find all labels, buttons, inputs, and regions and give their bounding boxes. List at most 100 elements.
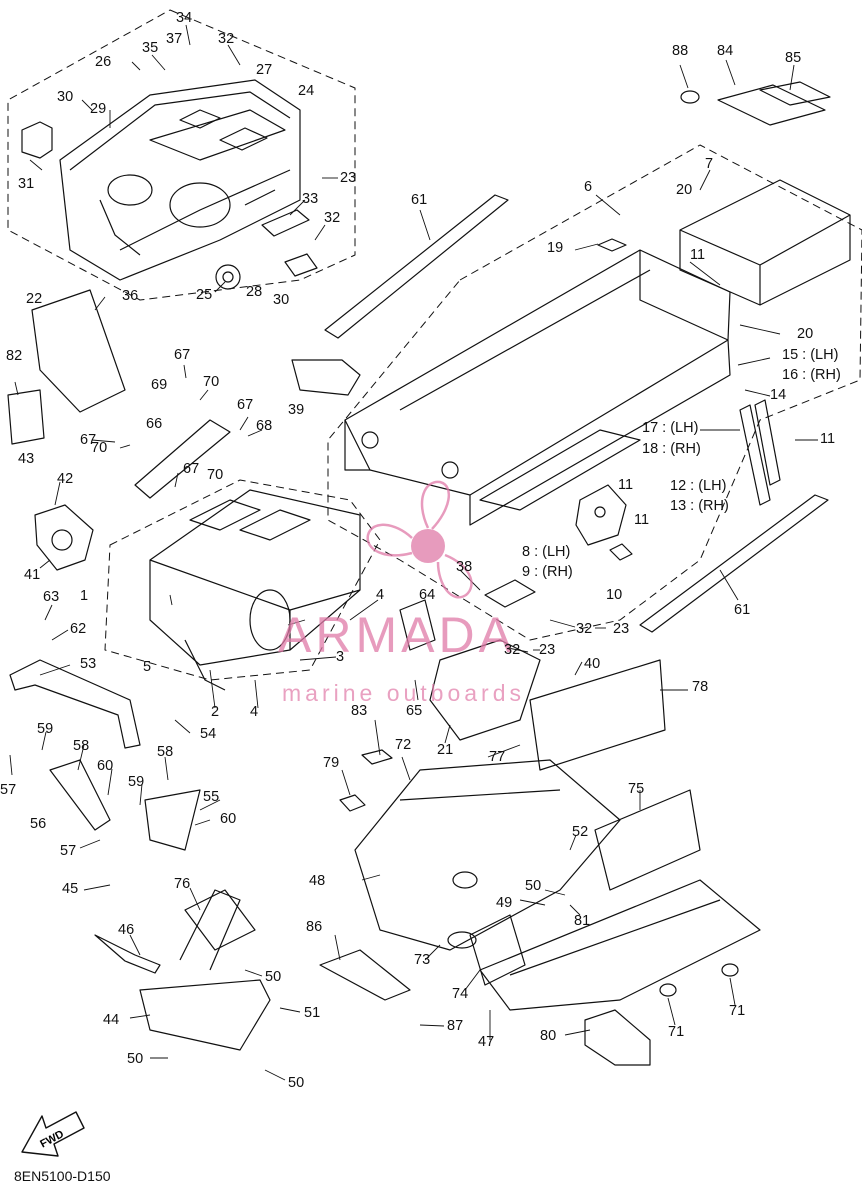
grommet-73: [447, 931, 477, 949]
pad-82: [7, 389, 45, 445]
callout-5: 5: [143, 659, 152, 675]
callout-7: 7: [705, 156, 714, 172]
callout-12: 12 : (LH): [670, 478, 727, 494]
callout-67b: 67: [237, 397, 254, 413]
callout-11b: 11: [618, 477, 634, 493]
callout-15: 15 : (LH): [782, 347, 839, 363]
callout-10: 10: [606, 587, 623, 603]
callout-28: 28: [246, 284, 263, 300]
callout-11c: 11: [820, 431, 836, 447]
part-80: [584, 1009, 651, 1066]
callout-50c: 50: [288, 1075, 305, 1091]
callout-27: 27: [256, 62, 273, 78]
callout-30: 30: [57, 89, 74, 105]
callout-32: 32: [218, 31, 235, 47]
callout-67c: 67: [80, 432, 97, 448]
part-41: [34, 504, 94, 571]
callout-19: 19: [547, 240, 564, 256]
rear-box-7: [679, 179, 851, 306]
rail-61-lower: [639, 494, 829, 633]
callout-41: 41: [24, 567, 41, 583]
part-86: [319, 949, 411, 1001]
part-10: [609, 543, 633, 561]
cap-71a: [659, 983, 677, 997]
part-79: [339, 794, 366, 812]
callout-72: 72: [395, 737, 412, 753]
callout-75: 75: [628, 781, 645, 797]
callout-23c: 23: [539, 642, 556, 658]
callout-62: 62: [70, 621, 87, 637]
shield-78: [529, 659, 666, 771]
callout-47: 47: [478, 1034, 495, 1050]
cap-88: [680, 90, 700, 104]
bumper-53: [9, 659, 141, 749]
plate-55: [144, 789, 201, 851]
callout-32d: 32: [504, 642, 521, 658]
callout-80: 80: [540, 1028, 557, 1044]
callout-58b: 58: [157, 744, 174, 760]
callout-74: 74: [452, 986, 469, 1002]
callout-14: 14: [770, 387, 787, 403]
callout-23: 23: [340, 170, 357, 186]
part-46: [94, 934, 161, 974]
callout-57b: 57: [60, 843, 77, 859]
tag-19: [597, 238, 627, 252]
callout-25: 25: [196, 287, 213, 303]
callout-22: 22: [26, 291, 43, 307]
callout-51: 51: [304, 1005, 321, 1021]
callout-21: 21: [437, 742, 454, 758]
callout-9: 9 : (RH): [522, 564, 573, 580]
callout-67: 67: [174, 347, 191, 363]
side-panel-75: [594, 789, 701, 891]
callout-76: 76: [174, 876, 191, 892]
callout-60b: 60: [220, 811, 237, 827]
callout-84: 84: [717, 43, 734, 59]
callout-77: 77: [489, 749, 506, 765]
callout-54: 54: [200, 726, 217, 742]
brace-66: [134, 419, 231, 499]
plate-39: [291, 359, 361, 396]
callout-35: 35: [142, 40, 159, 56]
callout-3: 3: [336, 649, 345, 665]
front-pan-48: [354, 759, 621, 951]
callout-66: 66: [146, 416, 163, 432]
watermark-brand: ARMADA: [278, 607, 516, 663]
callout-70b: 70: [91, 440, 108, 456]
callout-18: 18 : (RH): [642, 441, 701, 457]
callout-70c: 70: [207, 467, 224, 483]
callout-71b: 71: [729, 1003, 746, 1019]
plate-33: [261, 209, 310, 237]
part-83: [361, 749, 393, 765]
callout-36: 36: [122, 288, 139, 304]
watermark-tagline: marine outboards: [282, 680, 525, 706]
callout-71: 71: [668, 1024, 685, 1040]
callout-73: 73: [414, 952, 431, 968]
skid-44: [139, 979, 271, 1051]
callout-88: 88: [672, 43, 689, 59]
callout-30b: 30: [273, 292, 290, 308]
callout-83: 83: [351, 703, 368, 719]
cap-71b: [721, 963, 739, 977]
callout-69: 69: [151, 377, 168, 393]
belly-pan-47: [479, 879, 761, 1011]
callout-8: 8 : (LH): [522, 544, 571, 560]
callout-11: 11: [690, 247, 706, 263]
pulley-25: [215, 264, 241, 290]
callout-63: 63: [43, 589, 60, 605]
callout-59b: 59: [128, 774, 145, 790]
callout-70: 70: [203, 374, 220, 390]
callout-78: 78: [692, 679, 709, 695]
callout-39: 39: [288, 402, 305, 418]
callout-45: 45: [62, 881, 79, 897]
duct-21: [429, 639, 541, 741]
callout-68: 68: [256, 418, 273, 434]
dashed-box-front-frame: [104, 479, 381, 681]
panel-22: [31, 289, 126, 413]
callout-46: 46: [118, 922, 135, 938]
bracket-31: [21, 121, 53, 159]
callout-65: 65: [406, 703, 423, 719]
callout-50: 50: [265, 969, 282, 985]
plate-28: [284, 253, 318, 277]
callout-53: 53: [80, 656, 97, 672]
